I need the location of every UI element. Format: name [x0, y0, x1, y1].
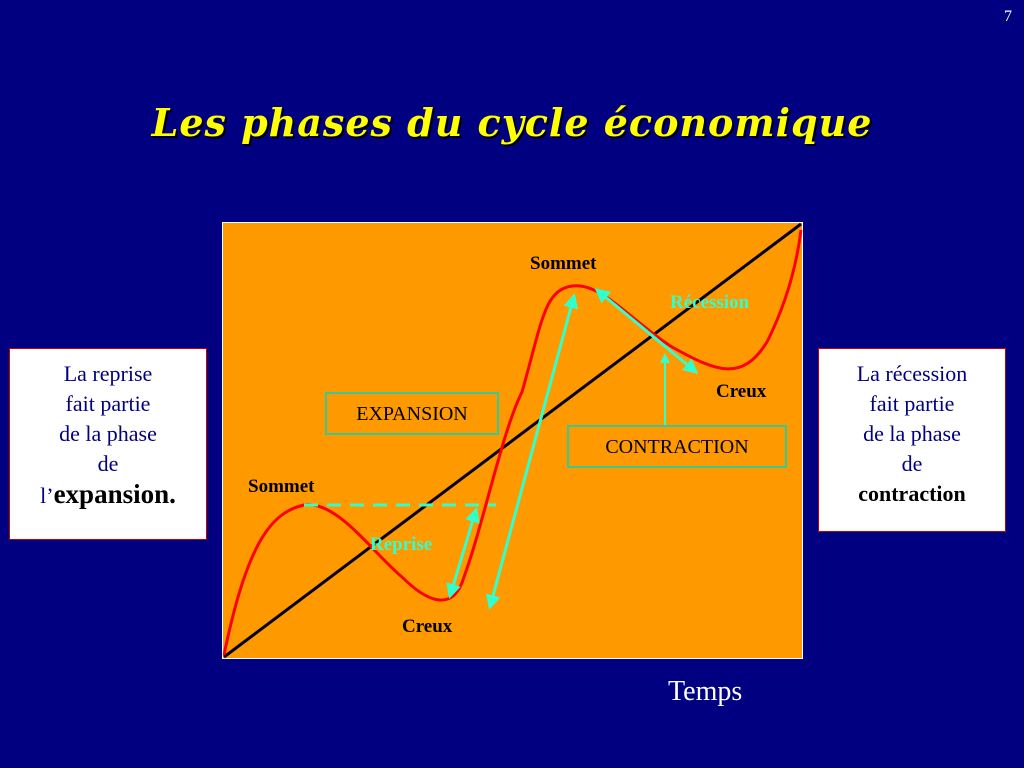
right-note-line-3: de la phase	[863, 421, 961, 446]
right-note-line-4: de	[901, 451, 923, 476]
label-sommet-left: Sommet	[248, 476, 315, 497]
expansion-arrow	[485, 293, 579, 610]
left-note-emph-word: expansion.	[53, 479, 176, 509]
label-reprise: Reprise	[370, 534, 432, 555]
expansion-box	[325, 392, 499, 435]
slide-title: Les phases du cycle économique	[151, 100, 873, 145]
left-note-emph-prefix: l’	[40, 483, 54, 508]
right-note-line-1: La récession	[856, 361, 968, 386]
recession-arrow	[594, 288, 699, 374]
reprise-arrow	[446, 507, 480, 599]
left-note-line-3: de la phase	[59, 421, 157, 446]
left-note-line-1: La reprise	[63, 361, 153, 386]
label-creux-bottom: Creux	[402, 616, 453, 637]
right-note-box: La récession fait partie de la phase de …	[818, 348, 1006, 532]
cycle-diagram: Sommet Récession Creux EXPANSION CONTRAC…	[222, 222, 803, 659]
left-note-emphasis: l’expansion.	[10, 479, 206, 511]
left-note-box: La reprise fait partie de la phase de l’…	[9, 348, 207, 540]
contraction-box	[567, 425, 787, 468]
label-contraction: CONTRACTION	[605, 436, 748, 458]
slide-number: 7	[1004, 8, 1012, 25]
x-axis-label: Temps	[668, 676, 743, 707]
left-note-line-4: de	[97, 451, 119, 476]
right-note-emph-word: contraction	[858, 481, 966, 506]
label-expansion: EXPANSION	[356, 403, 468, 425]
label-creux-right: Creux	[716, 381, 767, 402]
right-note-line-2: fait partie	[869, 391, 955, 416]
left-note-line-2: fait partie	[65, 391, 151, 416]
label-sommet-top: Sommet	[530, 253, 597, 274]
label-recession: Récession	[670, 292, 750, 313]
